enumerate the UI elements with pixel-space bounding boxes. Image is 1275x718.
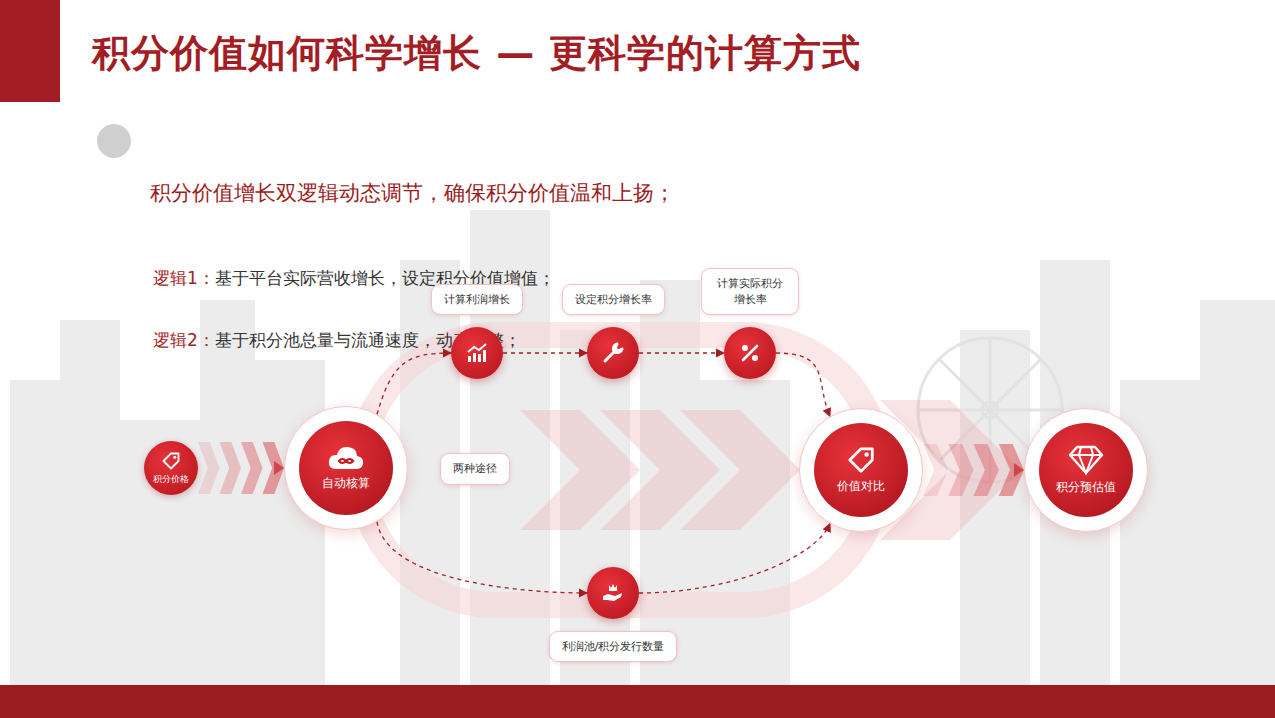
flow-node: 设定积分增长率 xyxy=(562,284,665,379)
flow-node: 积分价格 xyxy=(144,441,198,495)
flow-node: 自动核算 xyxy=(284,406,408,530)
logic-line: 逻辑2：基于积分池总量与流通速度，动态调整； xyxy=(153,329,1275,352)
icon-circle xyxy=(451,327,503,379)
icon-circle xyxy=(587,567,639,619)
flow-node: 计算利润增长 xyxy=(431,284,523,379)
node-label: 计算利润增长 xyxy=(444,293,510,306)
node-icon xyxy=(1068,444,1104,479)
icon-circle xyxy=(724,327,776,379)
title-text: 积分价值如何科学增长 — 更科学的计算方式 xyxy=(92,31,861,75)
label-pill: 利润池/积分发行数量 xyxy=(549,631,678,662)
node-icon xyxy=(844,445,878,478)
logic-key: 逻辑1： xyxy=(153,268,215,288)
bullet-text: 积分价值增长双逻辑动态调节，确保积分价值温和上扬； xyxy=(150,179,1275,207)
price-circle: 积分价格 xyxy=(144,441,198,495)
dashed-connector xyxy=(776,353,830,416)
logic-key: 逻辑2： xyxy=(153,330,215,350)
core-circle: 积分预估值 xyxy=(1039,423,1133,517)
chevron-connector xyxy=(198,442,284,494)
dashed-connector xyxy=(639,524,830,593)
label-pill: 两种途径 xyxy=(440,453,510,484)
node-icon xyxy=(327,444,365,475)
node-label: 利润池/积分发行数量 xyxy=(562,640,665,653)
flow-node: 利润池/积分发行数量 xyxy=(549,567,678,662)
core-circle: 价值对比 xyxy=(814,423,908,517)
node-label: 两种途径 xyxy=(453,462,497,475)
label-pill: 设定积分增长率 xyxy=(562,284,665,315)
dashed-connector xyxy=(503,353,587,354)
flow-node: 积分预估值 xyxy=(1024,408,1148,532)
label-pill: 计算实际积分 增长率 xyxy=(701,268,799,315)
slide-title: 积分价值如何科学增长 — 更科学的计算方式 xyxy=(92,28,1275,79)
flow-node: 计算实际积分 增长率 xyxy=(701,268,799,379)
tag-icon xyxy=(161,451,181,473)
node-label: 积分预估值 xyxy=(1056,479,1116,496)
node-label: 自动核算 xyxy=(322,475,370,492)
ring-circle: 价值对比 xyxy=(799,408,923,532)
label-pill: 计算利润增长 xyxy=(431,284,523,315)
core-circle: 自动核算 xyxy=(299,421,393,515)
flow-node: 两种途径 xyxy=(440,453,510,484)
dashed-connector xyxy=(377,522,587,593)
icon-circle xyxy=(587,327,639,379)
node-label: 计算实际积分 增长率 xyxy=(717,277,783,305)
chevron-connector xyxy=(923,444,1024,496)
dashed-connector xyxy=(377,353,451,414)
bullet-text: 积分价值增长双逻辑动态调节，确保积分价值温和上扬； xyxy=(150,181,675,205)
ring-circle: 自动核算 xyxy=(284,406,408,530)
node-label: 积分价格 xyxy=(153,473,189,486)
flow-node: 价值对比 xyxy=(799,408,923,532)
node-label: 设定积分增长率 xyxy=(575,293,652,306)
dashed-connector xyxy=(639,353,724,354)
node-label: 价值对比 xyxy=(837,478,885,495)
ring-circle: 积分预估值 xyxy=(1024,408,1148,532)
